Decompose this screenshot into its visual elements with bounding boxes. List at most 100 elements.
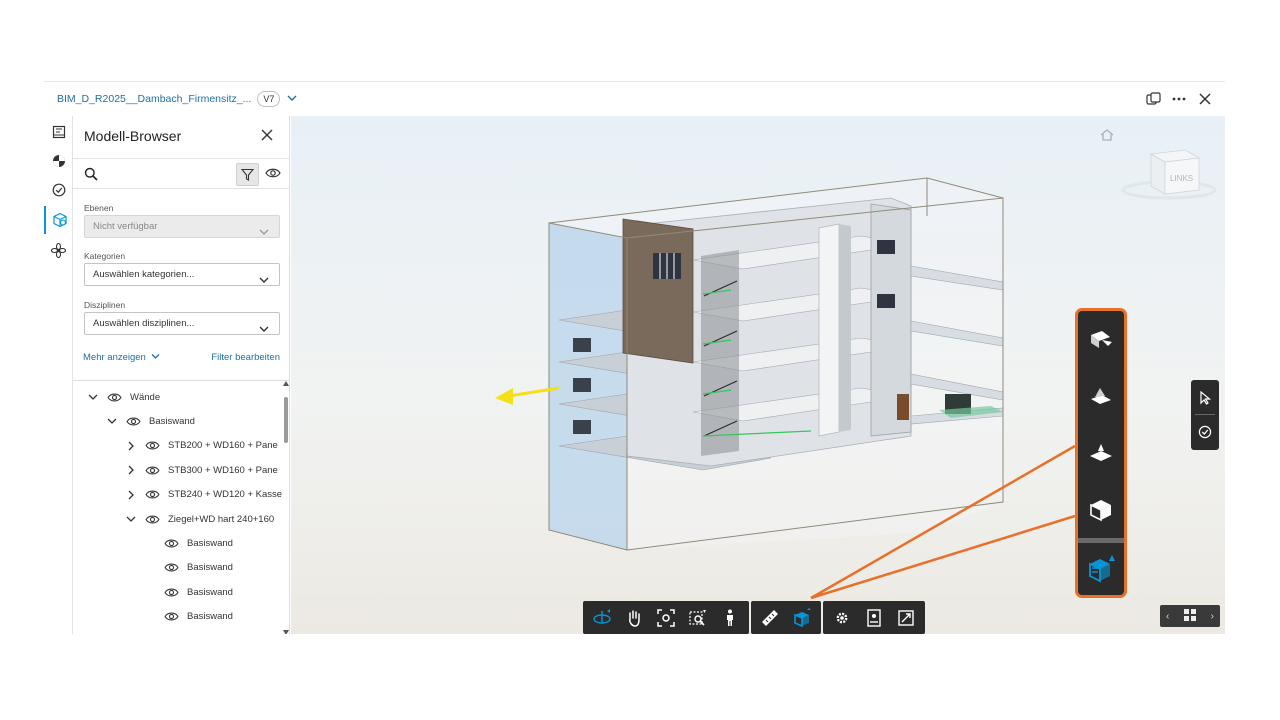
side-tool-panel [1191,380,1219,450]
visibility-eye-icon[interactable] [164,562,179,573]
chevron-down-icon[interactable] [125,516,137,523]
panel-title: Modell-Browser [84,128,182,144]
layout-pager: ‹ › [1160,605,1220,627]
tree-row[interactable]: Basiswand [144,580,233,604]
chevron-left-icon[interactable]: ‹ [1166,610,1170,622]
left-icon-rail [44,116,73,634]
edit-filter-link[interactable]: Filter bearbeiten [211,352,280,363]
check-icon[interactable] [1191,418,1219,446]
document-title[interactable]: BIM_D_R2025__Dambach_Firmensitz_... [57,93,252,105]
view-cube[interactable]: LINKS [1121,146,1221,211]
chevron-down-icon [259,271,269,292]
view-navigation-strip [1075,308,1127,598]
visibility-eye-icon[interactable] [265,166,281,184]
settings-icon[interactable] [827,604,857,632]
disziplinen-label: Disziplinen [84,300,126,310]
side-tools-divider [1195,414,1215,415]
filter-icon [241,168,254,181]
tree-row[interactable]: STB240 + WD120 + Kasse [125,483,282,507]
tree-row-label: Ziegel+WD hart 240+160 [168,513,275,525]
visibility-eye-icon[interactable] [145,465,160,476]
systems-icon[interactable] [44,236,73,264]
tree-row-label: Wände [130,391,161,403]
version-badge[interactable]: V7 [257,91,281,107]
plan-view-icon[interactable] [1078,425,1124,481]
zoom-window-icon[interactable] [683,604,713,632]
section-box-icon[interactable] [1078,541,1124,597]
select-cursor-icon[interactable] [1191,384,1219,412]
tree-row-label: Basiswand [187,562,233,574]
tree-row[interactable]: Wände [87,385,160,409]
visibility-eye-icon[interactable] [126,416,141,427]
orbit-view-icon[interactable] [1078,311,1124,367]
bottom-toolbar [583,601,925,634]
tree-row[interactable]: Basiswand [144,605,233,629]
home-icon[interactable] [1099,128,1115,147]
kategorien-label: Kategorien [84,251,126,261]
tree-row[interactable]: Basiswand [144,556,233,580]
model-browser-icon[interactable] [44,206,73,234]
fit-icon[interactable] [651,604,681,632]
section-icon[interactable] [787,604,817,632]
tree-row-label: Basiswand [187,611,233,623]
search-icon[interactable] [84,167,98,186]
measure-icon[interactable] [755,604,785,632]
visibility-eye-icon[interactable] [164,611,179,622]
tree-row[interactable]: STB200 + WD160 + Pane [125,434,278,458]
strip-divider [1078,538,1124,543]
tree-row-label: Basiswand [187,537,233,549]
compare-icon[interactable] [1145,91,1161,107]
issues-icon[interactable] [44,176,73,204]
chevron-right-icon[interactable] [125,490,137,500]
chevron-down-icon[interactable] [87,394,99,401]
grid-layout-icon[interactable] [1184,608,1196,624]
ebenen-label: Ebenen [84,203,114,213]
chevron-right-icon[interactable] [125,441,137,451]
tree-row[interactable]: Basiswand [144,531,233,555]
toolbar-navigation-group [583,601,749,634]
properties-icon[interactable] [859,604,889,632]
3d-viewport[interactable]: LINKS [291,116,1225,634]
close-icon[interactable] [261,128,275,142]
chevron-right-icon[interactable]: › [1210,610,1214,622]
close-icon[interactable] [1197,91,1213,107]
viewcube-face-label: LINKS [1170,174,1193,183]
tree-row[interactable]: Ziegel+WD hart 240+160 [125,507,274,531]
orbit-icon[interactable] [587,604,617,632]
pan-icon[interactable] [619,604,649,632]
tree-row-label: Basiswand [187,586,233,598]
pan-view-icon[interactable] [1078,368,1124,424]
chevron-right-icon[interactable] [125,465,137,475]
model-browser-panel: Modell-Browser Ebenen Nicht verfügbar Ka… [73,116,290,634]
toolbar-measure-group [751,601,821,634]
scroll-thumb[interactable] [284,397,288,443]
kategorien-value: Auswählen kategorien... [93,269,195,280]
visibility-eye-icon[interactable] [145,489,160,500]
kategorien-select[interactable]: Auswählen kategorien... [84,263,280,286]
show-more-link[interactable]: Mehr anzeigen [83,352,160,363]
walk-icon[interactable] [715,604,745,632]
visibility-eye-icon[interactable] [164,538,179,549]
filter-button[interactable] [236,163,259,186]
toolbar-settings-group [823,601,925,634]
tree-row[interactable]: STB300 + WD160 + Pane [125,458,278,482]
sheets-icon[interactable] [44,118,73,146]
tree-scrollbar[interactable] [283,381,289,634]
disziplinen-select[interactable]: Auswählen disziplinen... [84,312,280,335]
ebenen-select: Nicht verfügbar [84,215,280,238]
fullscreen-icon[interactable] [891,604,921,632]
tree-row-label: Basiswand [149,415,195,427]
tree-row-label: STB300 + WD160 + Pane [168,464,278,476]
tree-row-label: STB240 + WD120 + Kasse [168,489,283,501]
visibility-eye-icon[interactable] [145,440,160,451]
palette-icon[interactable] [44,147,73,175]
visibility-eye-icon[interactable] [145,514,160,525]
tree-row[interactable]: Basiswand [106,409,195,433]
visibility-eye-icon[interactable] [107,392,122,403]
visibility-eye-icon[interactable] [164,587,179,598]
iso-view-icon[interactable] [1078,482,1124,538]
chevron-down-icon[interactable] [287,94,297,105]
more-icon[interactable] [1171,91,1187,107]
chevron-down-icon[interactable] [106,418,118,425]
